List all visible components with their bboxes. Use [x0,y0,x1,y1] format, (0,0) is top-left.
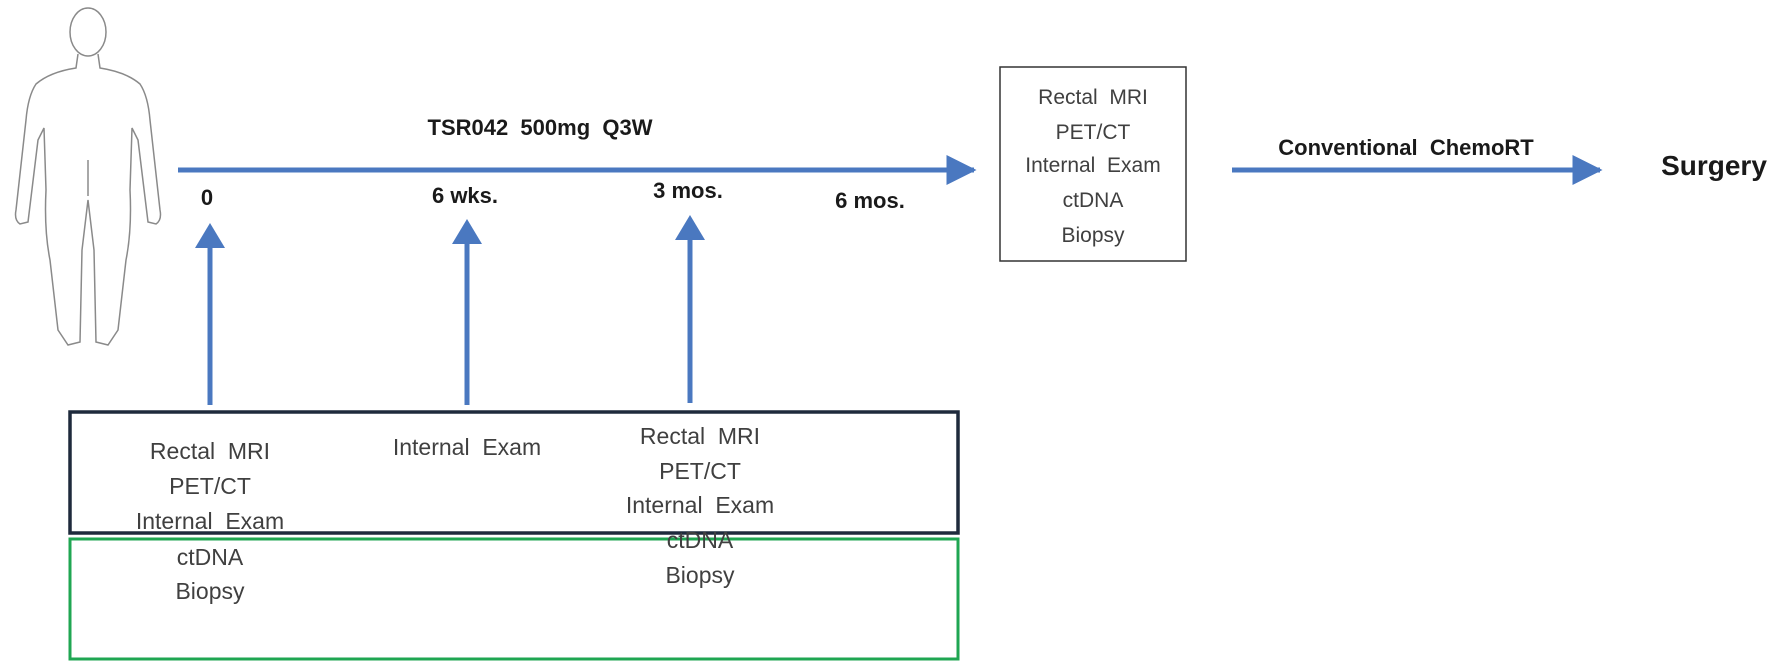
tick-label-6wks: 6 wks. [432,183,498,208]
six-weeks-line-1: Internal Exam [393,434,541,460]
surgery-label: Surgery [1661,150,1767,181]
baseline-line-1: Rectal MRI [150,438,270,464]
end-assessment-line-5: Biopsy [1061,224,1125,247]
tick-label-3mos: 3 mos. [653,178,723,203]
assessment-box-green [68,537,960,661]
end-assessment-line-1: Rectal MRI [1038,86,1148,109]
three-months-line-5: Biopsy [665,562,735,588]
three-months-line-2: PET/CT [659,458,741,484]
human-figure-icon [14,7,162,346]
three-months-line-4: ctDNA [667,527,734,553]
three-months-line-1: Rectal MRI [640,423,760,449]
treatment-label: TSR042 500mg Q3W [428,115,653,140]
baseline-line-4: ctDNA [177,544,244,570]
baseline-line-3: Internal Exam [136,508,284,534]
tick-label-0: 0 [201,185,213,210]
end-assessment-line-3: Internal Exam [1025,154,1160,177]
end-assessment-box [999,66,1187,262]
chemort-label: Conventional ChemoRT [1278,135,1534,160]
end-assessment-line-2: PET/CT [1056,121,1131,144]
three-months-line-3: Internal Exam [626,492,774,518]
baseline-line-5: Biopsy [175,578,245,604]
assessment-box-dark [68,410,960,535]
baseline-line-2: PET/CT [169,473,251,499]
tick-label-6mos: 6 mos. [835,188,905,213]
end-assessment-line-4: ctDNA [1063,189,1124,212]
